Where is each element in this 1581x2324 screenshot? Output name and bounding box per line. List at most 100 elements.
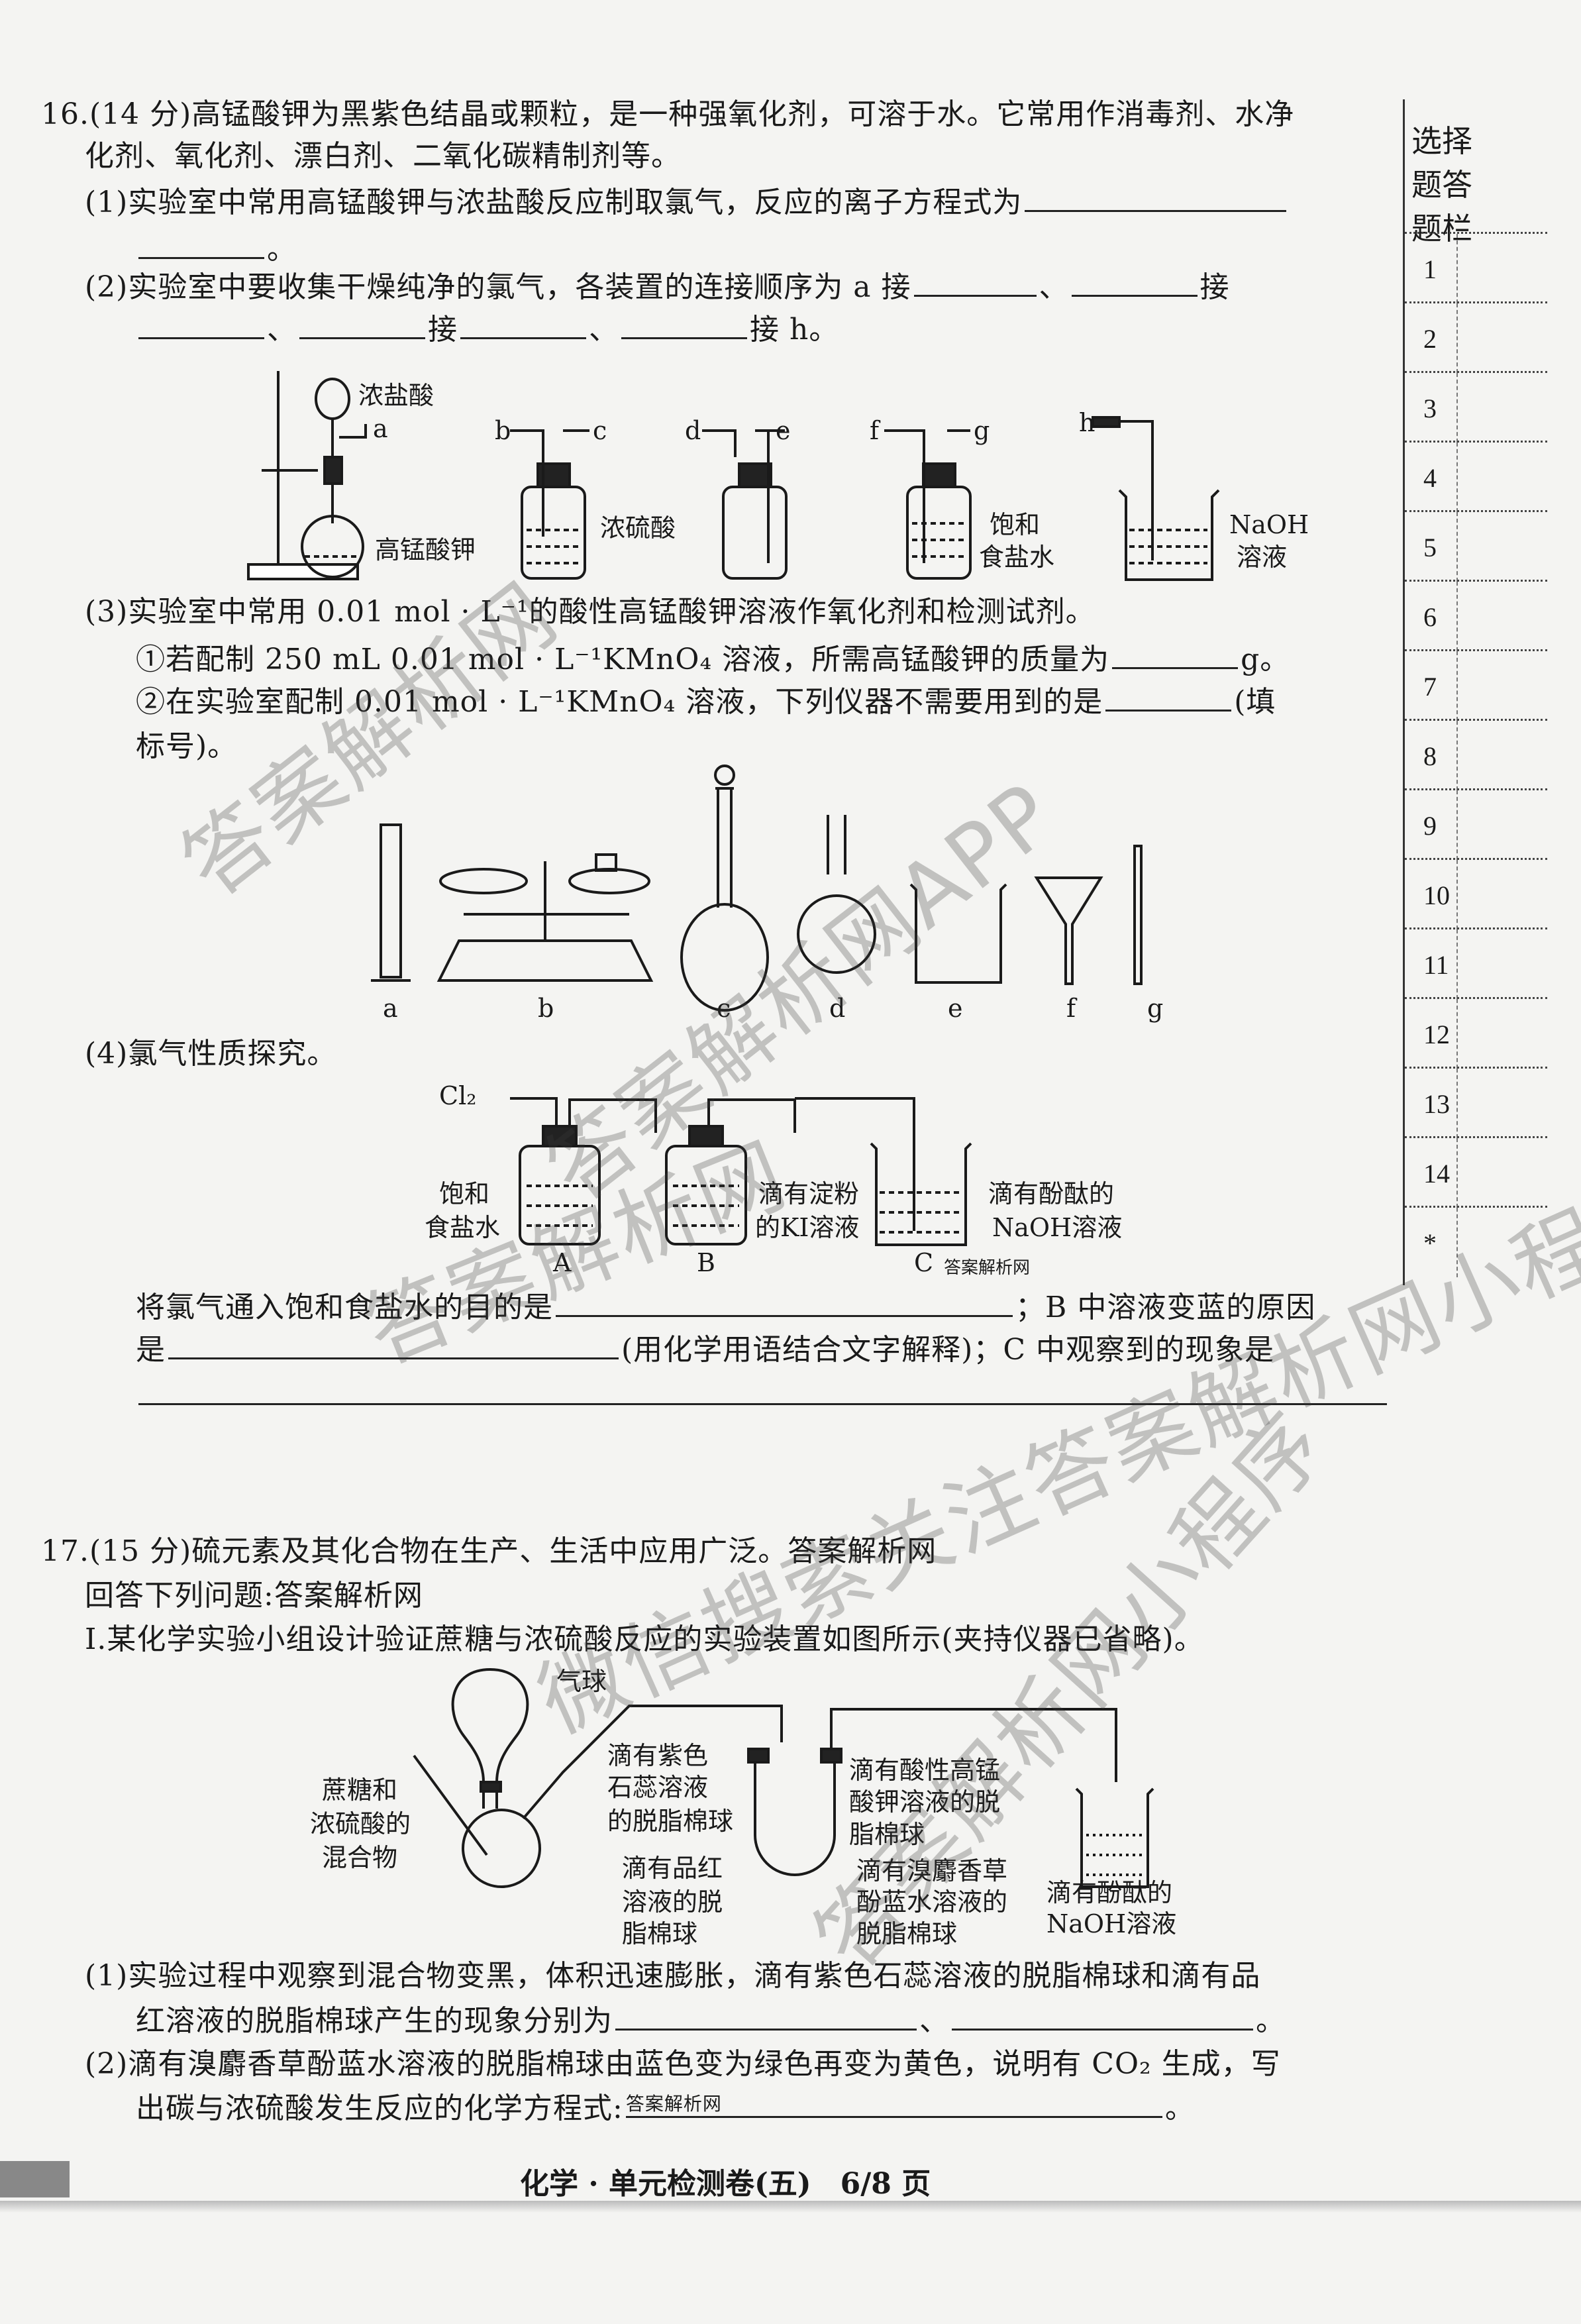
label-bromothymol: 脱脂棉球 xyxy=(856,1919,958,1948)
label-saturated: 饱和 xyxy=(439,1179,490,1208)
sucrose-acid-figure xyxy=(413,1668,1154,1888)
label-brine: 食盐水 xyxy=(425,1213,501,1242)
label-naoh-solution: NaOH溶液 xyxy=(992,1213,1123,1242)
q16-part4-text: ；B 中溶液变蓝的原因 xyxy=(1015,1291,1316,1324)
row-number: 12 xyxy=(1423,1020,1450,1049)
answer-blank[interactable] xyxy=(460,311,586,339)
answer-row[interactable]: 14 xyxy=(1405,1136,1547,1208)
label-mixture: 浓硫酸的 xyxy=(310,1809,411,1838)
answer-row[interactable]: 7 xyxy=(1405,649,1547,721)
answer-blank[interactable] xyxy=(952,2002,1253,2031)
answer-blank[interactable]: 答案解析网 xyxy=(625,2089,1162,2118)
answer-row[interactable]: 9 xyxy=(1405,788,1547,860)
q16-part1-cont: 。 xyxy=(136,231,297,268)
label-brine: 食盐水 xyxy=(979,543,1055,572)
label-litmus: 的脱脂棉球 xyxy=(607,1807,734,1836)
q16-part3-1-text: ①若配制 250 mL 0.01 mol · L⁻¹KMnO₄ 溶液，所需高锰酸… xyxy=(136,643,1110,676)
answer-blank[interactable] xyxy=(138,1377,1387,1405)
page-fold-shadow xyxy=(0,2201,1581,2213)
answer-row[interactable]: 5 xyxy=(1405,510,1547,582)
label-h: h xyxy=(1079,408,1096,437)
wash-bottle-b-c xyxy=(510,429,589,580)
label-mixture: 蔗糖和 xyxy=(322,1775,398,1805)
label-d: d xyxy=(685,416,701,445)
answer-row[interactable]: 13 xyxy=(1405,1067,1547,1138)
answer-row[interactable]: 8 xyxy=(1405,719,1547,790)
round-bottom-flask xyxy=(797,815,876,974)
answer-blank[interactable] xyxy=(1071,268,1198,297)
answer-blank[interactable] xyxy=(168,1331,619,1359)
label-solution: 溶液 xyxy=(1237,543,1288,572)
row-number: 7 xyxy=(1423,672,1437,702)
answer-row[interactable]: 6 xyxy=(1405,580,1547,651)
label-A: A xyxy=(553,1248,572,1277)
q16-part4-text: 是 xyxy=(136,1333,166,1367)
q16-part3-2-text: ②在实验室配制 0.01 mol · L⁻¹KMnO₄ 溶液，下列仪器不需要用到… xyxy=(136,685,1103,719)
sep: 、 xyxy=(919,2004,949,2038)
unit: g。 xyxy=(1241,643,1290,676)
period: 。 xyxy=(267,233,297,266)
q17-part1-text: 红溶液的脱脂棉球产生的现象分别为 xyxy=(136,2004,613,2038)
q17-part2: (2)滴有溴麝香草酚蓝水溶液的脱脂棉球由蓝色变为绿色再变为黄色，说明有 CO₂ … xyxy=(85,2047,1281,2081)
answer-row[interactable]: 12 xyxy=(1405,997,1547,1069)
q16-intro-line2: 化剂、氧化剂、漂白剂、二氧化碳精制剂等。 xyxy=(85,139,681,173)
label-cl2: Cl₂ xyxy=(439,1081,477,1110)
answer-row[interactable]: 10 xyxy=(1405,858,1547,929)
q16-part4: (4)氯气性质探究。 xyxy=(85,1037,337,1071)
row-number: * xyxy=(1423,1228,1437,1258)
row-number: 4 xyxy=(1423,463,1437,493)
answer-blank[interactable] xyxy=(913,268,1037,297)
volumetric-flask xyxy=(680,765,769,1012)
q16-part2-text: (2)实验室中要收集干燥纯净的氯气，各装置的连接顺序为 a 接 xyxy=(85,270,911,304)
answer-row[interactable]: * xyxy=(1405,1206,1547,1287)
label-conc-hcl: 浓盐酸 xyxy=(358,381,434,410)
label-magenta: 脂棉球 xyxy=(622,1919,698,1948)
connector: 接 h。 xyxy=(750,313,839,346)
q16-part4-text: 将氯气通入饱和食盐水的目的是 xyxy=(136,1291,553,1324)
q17-part2-text: 出碳与浓硫酸发生反应的化学方程式: xyxy=(136,2091,623,2125)
label-B: B xyxy=(697,1248,715,1277)
instrument-label: c xyxy=(717,994,731,1023)
row-number: 1 xyxy=(1423,254,1437,284)
answer-row[interactable]: 2 xyxy=(1405,301,1547,373)
fill-hint: (填 xyxy=(1234,685,1276,719)
q16-part4-q2: 是(用化学用语结合文字解释)；C 中观察到的现象是 xyxy=(136,1331,1274,1369)
answer-blank[interactable] xyxy=(1025,184,1287,212)
q17-part2-cont: 出碳与浓硫酸发生反应的化学方程式:答案解析网。 xyxy=(136,2089,1195,2127)
answer-row[interactable]: 1 xyxy=(1405,232,1547,303)
instrument-label: a xyxy=(383,994,398,1023)
chlorine-property-figure xyxy=(510,1097,972,1246)
label-f: f xyxy=(870,416,880,445)
q16-part4-q3 xyxy=(136,1377,1390,1414)
instrument-label: d xyxy=(829,994,846,1023)
answer-blank[interactable] xyxy=(1112,641,1239,669)
label-b: b xyxy=(495,416,511,445)
answer-blank[interactable] xyxy=(1105,683,1232,712)
label-kmno4-ball: 酸钾溶液的脱 xyxy=(849,1787,1001,1817)
answer-blank[interactable] xyxy=(299,311,425,339)
answer-blank[interactable] xyxy=(138,311,264,339)
label-kmno4: 高锰酸钾 xyxy=(375,535,476,564)
label-phenolphthalein: 滴有酚酞的 xyxy=(988,1179,1115,1208)
q16-part3-2-cont: 标号)。 xyxy=(136,729,238,763)
answer-blank[interactable] xyxy=(138,231,264,259)
answer-row[interactable]: 11 xyxy=(1405,927,1547,999)
instrument-label: b xyxy=(538,994,554,1023)
label-g: g xyxy=(974,416,990,445)
answer-blank[interactable] xyxy=(556,1289,1013,1317)
label-e: e xyxy=(776,416,791,445)
answer-row[interactable]: 3 xyxy=(1405,371,1547,443)
q17-intro-line1: 17.(15 分)硫元素及其化合物在生产、生活中应用广泛。答案解析网 xyxy=(41,1534,937,1568)
answer-blank[interactable] xyxy=(621,311,747,339)
beaker xyxy=(909,883,1007,984)
answer-blank[interactable] xyxy=(615,2002,917,2031)
q17-part1-cont: 红溶液的脱脂棉球产生的现象分别为、。 xyxy=(136,2002,1286,2040)
label-litmus: 滴有紫色 xyxy=(607,1741,709,1770)
label-kmno4-ball: 滴有酸性高锰 xyxy=(849,1756,1001,1785)
q16-part3-1: ①若配制 250 mL 0.01 mol · L⁻¹KMnO₄ 溶液，所需高锰酸… xyxy=(136,641,1290,678)
row-number: 9 xyxy=(1423,811,1437,841)
connector: 接 xyxy=(428,313,458,346)
label-litmus: 石蕊溶液 xyxy=(607,1773,709,1802)
answer-row[interactable]: 4 xyxy=(1405,441,1547,512)
